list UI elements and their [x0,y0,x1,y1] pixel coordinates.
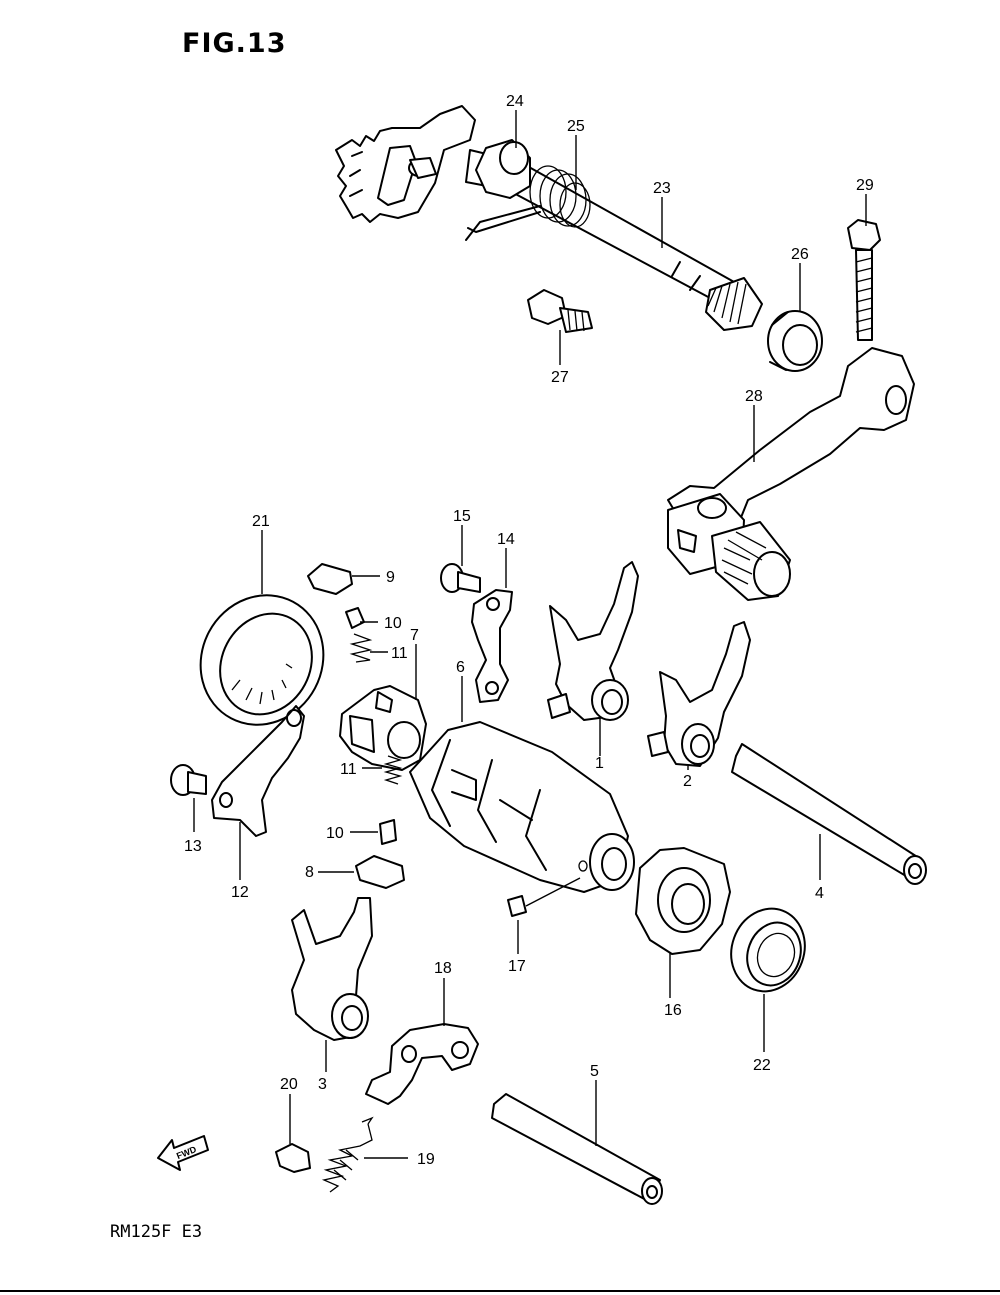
callout-18: 18 [434,960,452,977]
pin-20 [275,1143,311,1173]
callout-5: 5 [590,1063,599,1080]
callout-25: 25 [567,118,585,135]
callout-numbers: 24 25 23 29 26 27 28 21 15 14 9 10 7 11 … [184,93,874,1168]
callout-19: 19 [417,1151,435,1168]
shift-fork-1 [547,561,639,721]
figure-title: FIG.13 [182,28,287,59]
callout-20: 20 [280,1076,298,1093]
stopper-plate-12 [211,705,305,837]
callout-16: 16 [664,1002,682,1019]
cam-stopper-9 [307,563,353,595]
callout-15: 15 [453,508,471,525]
spring-11-lower [383,755,403,785]
callout-2: 2 [683,773,692,790]
callout-22: 22 [753,1057,771,1074]
callout-28: 28 [745,388,763,405]
forward-arrow-icon: FWD [157,1135,209,1171]
callout-27: 27 [551,369,569,386]
pin-10-upper [345,607,365,629]
callout-23: 23 [653,180,671,197]
callout-14: 14 [497,531,515,548]
callout-17: 17 [508,958,526,975]
fork-shaft-4 [731,743,927,885]
pin-17 [507,895,527,917]
cam-guide-7 [339,685,427,771]
callout-10a: 10 [384,615,402,632]
callout-11a: 11 [391,645,408,662]
bolt-27 [527,289,593,333]
screw-13 [170,764,207,796]
shift-arm-18 [365,1023,479,1105]
callout-4: 4 [815,885,824,902]
callout-3: 3 [318,1076,327,1093]
bearing-22 [730,907,806,993]
callout-8: 8 [305,864,314,881]
fork-shaft-5 [491,1093,663,1205]
pin-10-lower [379,819,397,845]
bolt-29 [847,219,881,341]
bottom-border [0,1290,1000,1292]
shift-fork-3 [291,897,373,1041]
model-code: RM125F E3 [110,1222,203,1242]
callout-24: 24 [506,93,524,110]
callout-1: 1 [595,755,604,772]
gearshift-lever-28 [667,347,915,601]
callout-7: 7 [410,627,419,644]
shift-cam-drum-6 [409,721,635,893]
bearing-21 [199,594,325,726]
callout-11b: 11 [340,761,357,778]
callout-12: 12 [231,884,249,901]
callout-6: 6 [456,659,465,676]
leader-lines [193,110,867,1159]
spring-19 [321,1116,374,1193]
spring-11-upper [349,633,373,663]
oil-seal-26 [767,310,823,372]
shift-fork-2 [647,621,751,767]
callout-13: 13 [184,838,202,855]
cam-star-16 [635,847,731,955]
callout-26: 26 [791,246,809,263]
callout-21: 21 [252,513,270,530]
cam-guide-plate-14 [471,589,513,703]
screw-15 [440,563,481,593]
gearshift-shaft-assembly [335,105,763,331]
callout-29: 29 [856,177,874,194]
cam-stopper-8 [355,855,405,889]
callout-10b: 10 [326,825,344,842]
callout-9: 9 [386,569,395,586]
